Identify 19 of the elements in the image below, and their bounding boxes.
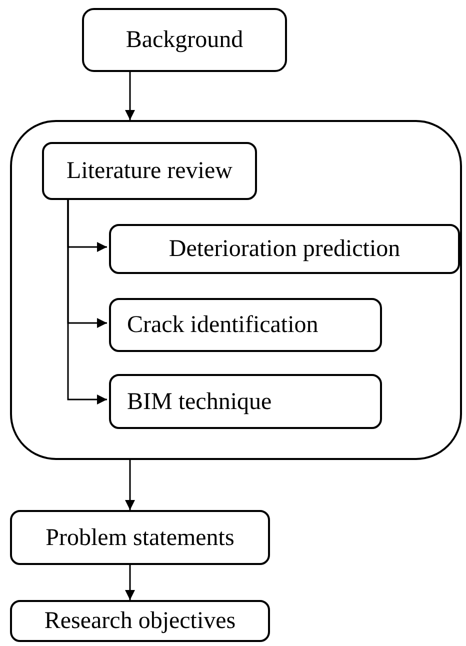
box-label: Research objectives [44,607,236,636]
arrow [125,460,135,510]
process-box [109,298,382,352]
process-box [109,224,460,274]
group-container [10,120,462,460]
process-box [10,510,270,565]
box-label: Deterioration prediction [168,235,400,264]
process-box [10,600,270,642]
box-label: Problem statements [46,524,234,552]
box-label: Literature review [66,157,232,186]
arrow [67,198,107,404]
process-box [109,374,382,429]
process-box [42,142,257,200]
arrow [125,565,135,600]
box-label: Crack identification [127,311,318,340]
process-box [82,8,287,72]
box-label: BIM technique [127,388,272,416]
arrow [125,72,135,120]
box-label: Background [126,26,244,55]
